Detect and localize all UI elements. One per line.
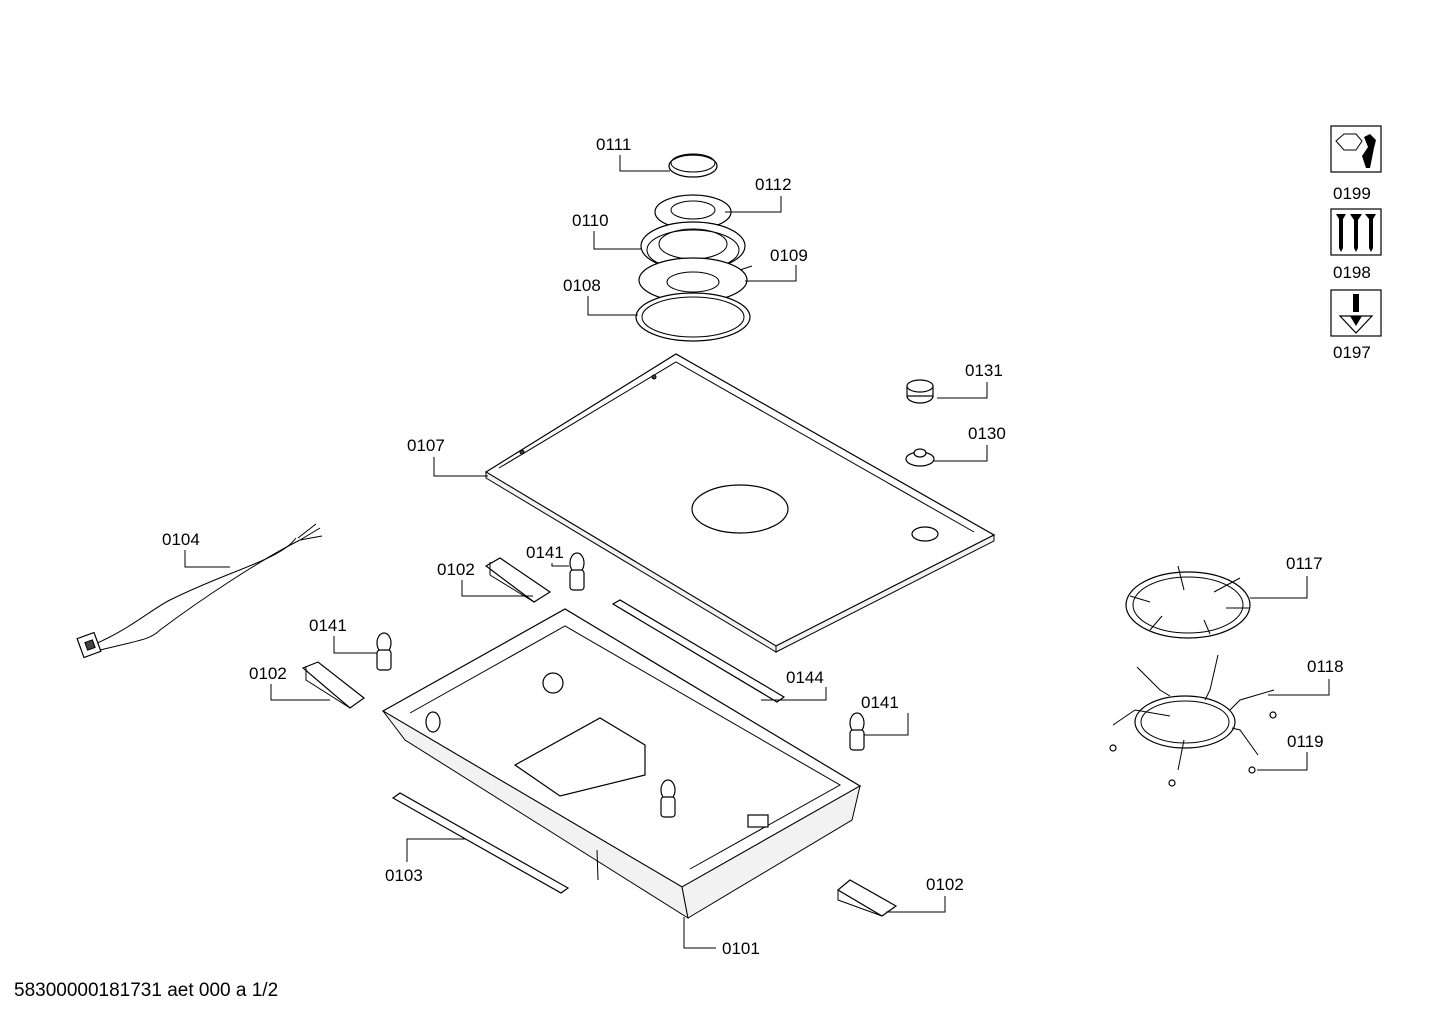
- seal-strip-0103: [391, 792, 570, 894]
- label-0102-a: 0102: [437, 560, 475, 579]
- burner-crown-0112: [654, 194, 732, 230]
- label-0102-b: 0102: [249, 664, 287, 683]
- legend-0197: 0197: [1330, 289, 1382, 362]
- label-0141-c: 0141: [861, 693, 899, 712]
- label-0119: 0119: [1287, 732, 1324, 751]
- label-0144: 0144: [786, 668, 824, 687]
- label-0102-c: 0102: [926, 875, 964, 894]
- legend-0199: 0199: [1330, 125, 1382, 203]
- label-0108: 0108: [563, 276, 601, 295]
- leader-lines: [184, 155, 1330, 949]
- bracket-0102-a: [484, 557, 552, 603]
- pan-support-0117: [1125, 565, 1251, 639]
- label-0110: 0110: [572, 211, 609, 230]
- label-0131: 0131: [965, 361, 1003, 380]
- legend-code-0198: 0198: [1333, 263, 1371, 282]
- legend-code-0199: 0199: [1333, 184, 1371, 203]
- legend-0198: 0198: [1330, 208, 1382, 282]
- hob-housing-tray-0101: [381, 608, 862, 920]
- screws-0119: [1109, 711, 1277, 787]
- knob-bezel-0130: [905, 448, 935, 467]
- power-cable-0104: [76, 523, 323, 659]
- screws-icon: [1330, 208, 1382, 256]
- label-0141-b: 0141: [309, 616, 347, 635]
- seal-strip-0144: [611, 599, 786, 703]
- label-0109: 0109: [770, 246, 808, 265]
- label-0104: 0104: [162, 530, 200, 549]
- bracket-0102-b: [301, 661, 366, 709]
- label-0130: 0130: [968, 424, 1006, 443]
- injector-0141-a: [569, 552, 585, 591]
- hob-top-plate-0107: [484, 353, 996, 653]
- legend-code-0197: 0197: [1333, 343, 1371, 362]
- label-0117: 0117: [1286, 554, 1323, 573]
- label-0101: 0101: [722, 939, 760, 958]
- injector-0141-c: [849, 712, 865, 751]
- label-0103: 0103: [385, 866, 423, 885]
- part-labels: 0111 0112 0110 0109 0108 0131 0130 0107 …: [162, 135, 1344, 958]
- seal-ring-0108: [635, 292, 751, 342]
- burner-base-0109: [638, 257, 753, 303]
- label-0112: 0112: [755, 175, 792, 194]
- document-footer-code: 58300000181731 aet 000 a 1/2: [14, 980, 279, 1001]
- label-0118: 0118: [1307, 657, 1344, 676]
- label-0111: 0111: [596, 135, 631, 154]
- wrench-nut-icon: [1330, 125, 1382, 173]
- control-knob-0131: [906, 379, 934, 404]
- injector-0141-b: [376, 632, 392, 671]
- pan-support-0118: [1112, 654, 1275, 771]
- label-0141-a: 0141: [526, 543, 564, 562]
- burner-cap-0111: [668, 153, 718, 178]
- label-0107: 0107: [407, 436, 445, 455]
- bracket-0102-c: [836, 879, 898, 917]
- screw-countersink-icon: [1330, 289, 1382, 337]
